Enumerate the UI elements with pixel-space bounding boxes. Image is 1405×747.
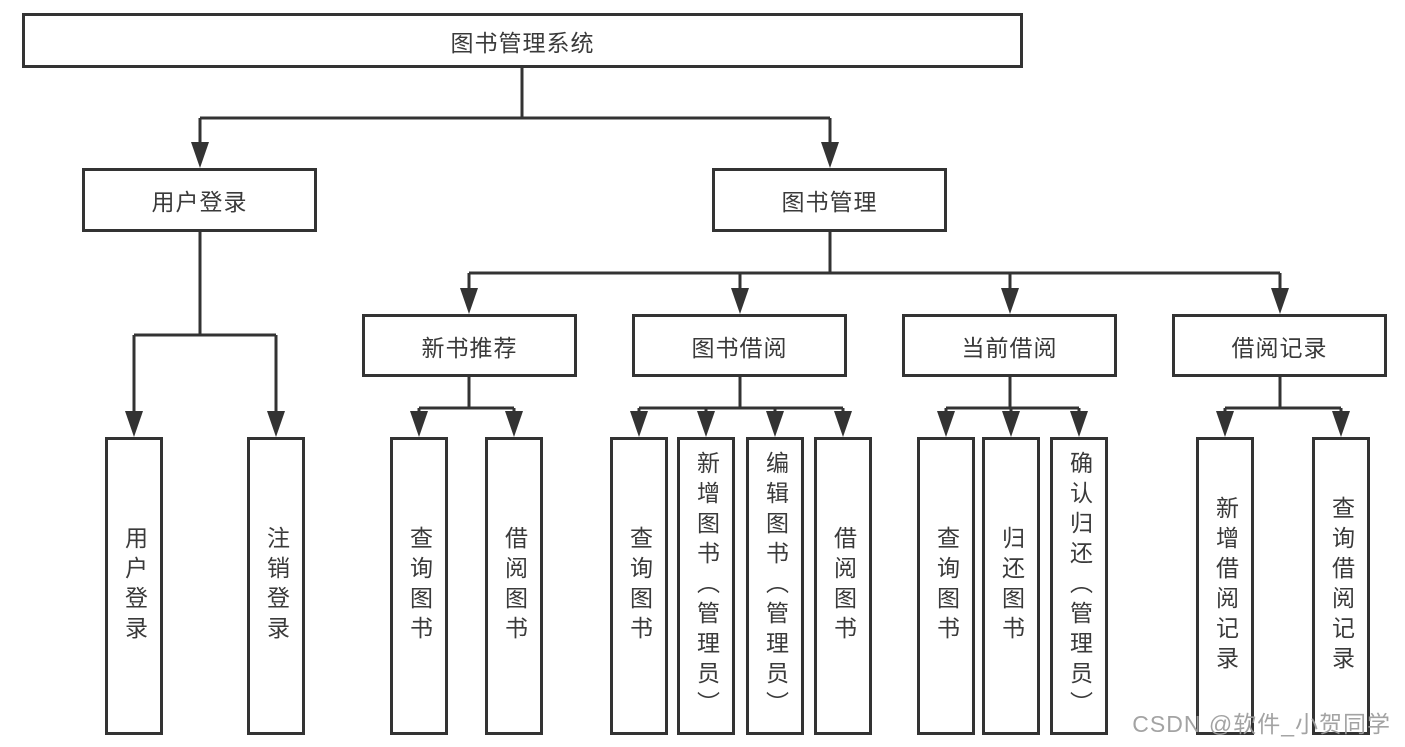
arrow-icon (505, 411, 523, 437)
connector-currentborrow-to-children (944, 377, 1081, 413)
arrow-icon (697, 411, 715, 437)
node-label: 新书推荐 (421, 334, 518, 361)
arrow-icon (1070, 411, 1088, 437)
node-leaf-borrow-books-1: 借阅图书 (485, 437, 543, 735)
node-user-login: 用户登录 (82, 168, 317, 232)
arrow-icon (766, 411, 784, 437)
node-borrow-records: 借阅记录 (1172, 314, 1387, 377)
node-book-borrow: 图书借阅 (632, 314, 847, 377)
node-label: 图书管理系统 (450, 29, 595, 56)
arrow-icon (1271, 288, 1289, 314)
node-root-system: 图书管理系统 (22, 13, 1023, 68)
node-leaf-add-books-admin: 新增图书（管理员） (677, 437, 735, 735)
node-label: 查询借阅记录 (1328, 496, 1355, 676)
node-leaf-return-books: 归还图书 (982, 437, 1040, 735)
connector-root-to-l2 (198, 68, 832, 144)
arrow-icon (937, 411, 955, 437)
arrow-icon (460, 288, 478, 314)
arrow-icon (191, 142, 209, 168)
arrow-icon (1001, 288, 1019, 314)
arrow-icon (821, 142, 839, 168)
arrow-icon (1332, 411, 1350, 437)
node-leaf-query-books-2: 查询图书 (610, 437, 668, 735)
node-leaf-query-books-3: 查询图书 (917, 437, 975, 735)
node-label: 当前借阅 (961, 334, 1058, 361)
node-label: 借阅图书 (501, 526, 528, 646)
node-current-borrow: 当前借阅 (902, 314, 1117, 377)
connector-borrowrecords-to-children (1223, 377, 1343, 413)
node-label: 借阅图书 (830, 526, 857, 646)
node-label: 编辑图书（管理员） (762, 451, 789, 721)
arrow-icon (834, 411, 852, 437)
node-leaf-logout: 注销登录 (247, 437, 305, 735)
connector-userlogin-to-children (132, 232, 278, 413)
connector-bookborrow-to-children (637, 377, 845, 413)
arrow-icon (731, 288, 749, 314)
connector-newbooks-to-children (417, 377, 516, 413)
node-label: 借阅记录 (1231, 334, 1328, 361)
node-leaf-user-login: 用户登录 (105, 437, 163, 735)
arrowheads (125, 142, 1350, 437)
arrow-icon (630, 411, 648, 437)
node-label: 确认归还（管理员） (1066, 451, 1093, 721)
node-label: 用户登录 (151, 189, 248, 215)
node-label: 查询图书 (626, 526, 653, 646)
arrow-icon (410, 411, 428, 437)
node-leaf-confirm-return-admin: 确认归还（管理员） (1050, 437, 1108, 735)
node-label: 查询图书 (406, 526, 433, 646)
node-book-management: 图书管理 (712, 168, 947, 232)
node-label: 归还图书 (998, 526, 1025, 646)
node-leaf-query-books-1: 查询图书 (390, 437, 448, 735)
node-label: 新增借阅记录 (1212, 496, 1239, 676)
node-label: 注销登录 (263, 526, 290, 646)
csdn-watermark: CSDN @软件_小贺同学 (1132, 711, 1391, 737)
node-leaf-add-borrow-record: 新增借阅记录 (1196, 437, 1254, 735)
node-leaf-borrow-books-2: 借阅图书 (814, 437, 872, 735)
node-label: 新增图书（管理员） (693, 451, 720, 721)
connector-bookmgmt-to-l3 (467, 232, 1282, 290)
node-label: 用户登录 (121, 526, 148, 646)
node-label: 查询图书 (933, 526, 960, 646)
node-leaf-edit-books-admin: 编辑图书（管理员） (746, 437, 804, 735)
arrow-icon (267, 411, 285, 437)
arrow-icon (1216, 411, 1234, 437)
node-label: 图书借阅 (691, 334, 788, 361)
arrow-icon (125, 411, 143, 437)
node-leaf-query-borrow-record: 查询借阅记录 (1312, 437, 1370, 735)
node-new-book-recommend: 新书推荐 (362, 314, 577, 377)
arrow-icon (1002, 411, 1020, 437)
node-label: 图书管理 (781, 189, 878, 215)
